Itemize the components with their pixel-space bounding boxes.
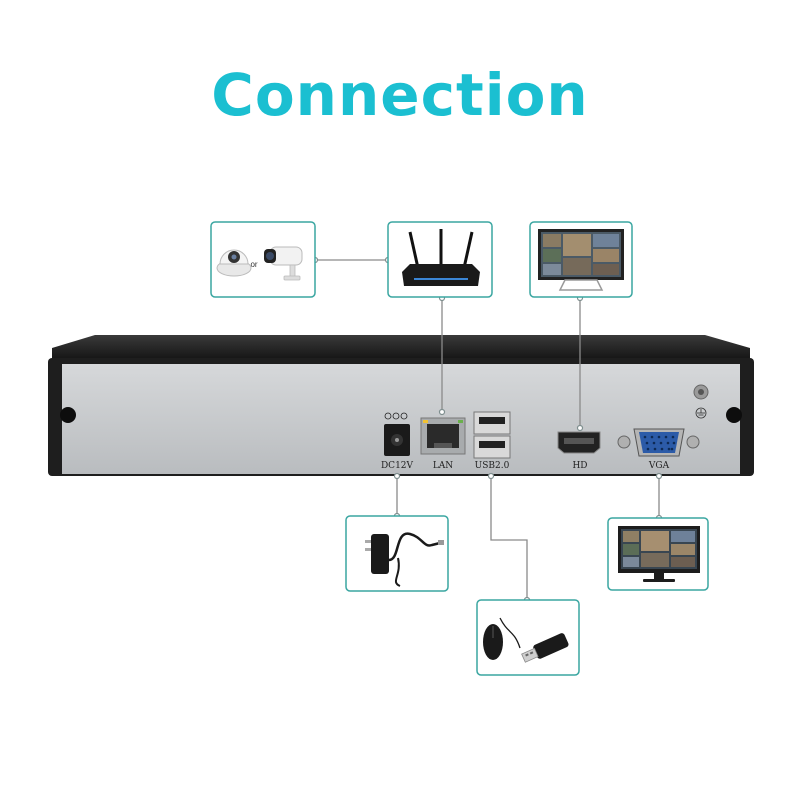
dc-power-port[interactable]: DC12V [381,412,414,471]
mouse-icon [483,617,521,660]
screw-icon [60,407,76,423]
vga-port-label: VGA [648,461,670,471]
hdmi-port[interactable]: HD [557,431,601,471]
monitor-icon [538,229,624,291]
vga-monitor-card [607,517,709,591]
usb-peripherals-card [476,599,580,676]
dc-port-label: DC12V [381,461,414,471]
dc-polarity-icon [384,412,408,420]
connection-lines [311,256,663,604]
power-adapter-icon [365,532,444,587]
ground-terminal-icon [693,384,709,419]
or-label: or [250,260,257,269]
camera-card: or [210,221,316,298]
router-icon [402,229,480,286]
usb-peripherals-line [490,476,528,600]
hdmi-monitor-card [529,221,633,298]
lan-port-label: LAN [433,461,453,471]
vga-port[interactable]: VGA [617,428,700,471]
router-card [387,221,493,298]
lan-port[interactable]: LAN [420,417,466,471]
nvr-device: DC12V LAN USB2.0 HD [48,335,754,476]
adapter-card [345,515,449,592]
dome-camera-icon [216,249,252,277]
usb-drive-icon [521,633,569,663]
usb-port-label: USB2.0 [475,461,510,471]
page-title: Connection [211,61,589,129]
usb-ports[interactable]: USB2.0 [473,411,511,471]
monitor-icon [618,526,700,582]
screw-icon [726,407,742,423]
bullet-camera-icon [264,246,303,281]
hdmi-port-label: HD [572,461,587,471]
